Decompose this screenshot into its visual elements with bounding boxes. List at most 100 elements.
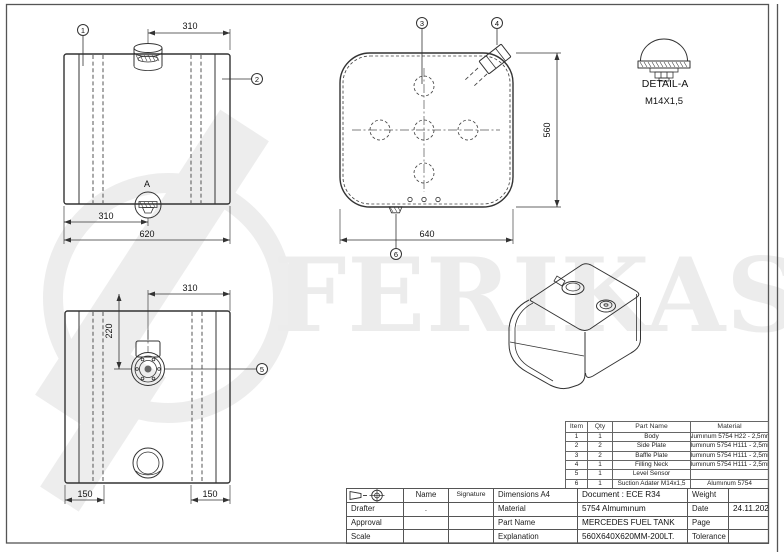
detail-a-title: DETAIL-A xyxy=(642,78,688,90)
tb-weight-value xyxy=(729,489,769,503)
tb-approval-name xyxy=(404,516,449,531)
table-row-cell: Alumınum 5754 H111 - 2,5mm xyxy=(691,442,769,452)
callout-1: 1 xyxy=(77,24,89,66)
svg-text:310: 310 xyxy=(182,21,197,31)
table-row-cell: 2 xyxy=(588,451,613,461)
tb-tolerance-value xyxy=(729,530,769,544)
table-row-cell: Baffle Plate xyxy=(613,451,691,461)
side-view: 3 4 560 640 xyxy=(339,17,561,260)
tb-material-label: Material xyxy=(494,502,578,517)
svg-text:150: 150 xyxy=(202,489,217,499)
filler-neck xyxy=(133,43,163,71)
svg-text:1: 1 xyxy=(81,26,85,35)
title-block: Name Signature Dimensions A4 Document : … xyxy=(346,488,769,544)
table-row-cell: Body xyxy=(613,433,691,443)
tb-drafter-name: . xyxy=(404,502,449,517)
table-row-cell: 1 xyxy=(566,433,588,443)
watermark-text: FERIKAS xyxy=(274,236,784,356)
table-row-cell: 5 xyxy=(566,470,588,480)
table-row-cell: 1 xyxy=(588,470,613,480)
level-sensor xyxy=(131,330,165,386)
parts-col-part-name: Part Name xyxy=(613,422,691,433)
table-row-cell: Alumınum 5754 H111 - 2,5mm xyxy=(691,451,769,461)
parts-col-qty: Qty xyxy=(588,422,613,433)
tb-explanation-label: Explanation xyxy=(494,530,578,544)
parts-col-item: Item xyxy=(566,422,588,433)
table-row-cell: 1 xyxy=(588,460,613,471)
svg-text:220: 220 xyxy=(104,323,114,338)
svg-text:5: 5 xyxy=(260,365,264,374)
detail-a-marker: A xyxy=(134,179,162,219)
tb-weight-label: Weight xyxy=(688,489,729,503)
tb-name-header: Name xyxy=(404,489,449,503)
dim-front-top: 310 xyxy=(147,21,231,50)
tb-date-label: Date xyxy=(688,502,729,517)
dim-sensor-top: 310 xyxy=(147,283,231,340)
tb-scale-name xyxy=(404,530,449,544)
dim-side-width: 640 xyxy=(339,209,514,244)
svg-text:310: 310 xyxy=(182,283,197,293)
tb-scale-signature xyxy=(449,530,494,544)
svg-text:620: 620 xyxy=(139,229,154,239)
projection-symbol-icon xyxy=(347,489,404,503)
iso-filler-cap xyxy=(553,275,585,295)
callout-5: 5 xyxy=(165,363,268,375)
table-row-cell: Side Plate xyxy=(613,442,691,452)
tb-approval-signature xyxy=(449,516,494,531)
tb-approval-label: Approval xyxy=(347,516,404,531)
tb-material-value: 5754 Almumınum xyxy=(578,502,688,517)
table-row-cell: 2 xyxy=(588,442,613,452)
table-row-cell: 2 xyxy=(566,442,588,452)
dim-sensor-right-band: 150 xyxy=(190,485,231,504)
svg-text:A: A xyxy=(144,179,150,189)
filling-neck-stub xyxy=(464,43,512,87)
callout-3: 3 xyxy=(416,17,428,84)
tb-part-name-value: MERCEDES FUEL TANK xyxy=(578,516,688,531)
sensor-view: 5 310 220 xyxy=(64,283,268,504)
tb-date-value: 24.11.2022 xyxy=(729,502,769,517)
svg-text:4: 4 xyxy=(495,19,499,28)
tb-explanation-value: 560X640X620MM-200LT. xyxy=(578,530,688,544)
tb-part-name-label: Part Name xyxy=(494,516,578,531)
iso-view xyxy=(508,263,641,390)
svg-text:150: 150 xyxy=(77,489,92,499)
svg-text:6: 6 xyxy=(394,250,398,259)
tb-signature-header: Signature xyxy=(449,489,494,503)
drain-plug xyxy=(388,206,403,214)
table-row-cell xyxy=(691,470,769,480)
parts-col-material: Material xyxy=(691,422,769,433)
svg-text:2: 2 xyxy=(255,75,259,84)
table-row-cell: Filling Neck xyxy=(613,460,691,471)
table-row-cell: 3 xyxy=(566,451,588,461)
tb-drafter-label: Drafter xyxy=(347,502,404,517)
table-row-cell: Alumınum 5754 H22 - 2,5mm xyxy=(691,433,769,443)
dim-side-height: 560 xyxy=(516,52,561,208)
callout-4: 4 xyxy=(491,17,503,45)
tb-drafter-signature xyxy=(449,502,494,517)
parts-table: Item Qty Part Name Material 1 1 Body Alu… xyxy=(565,421,769,489)
svg-text:640: 640 xyxy=(419,229,434,239)
sheet-frame xyxy=(5,3,779,552)
dim-front-bottom-inner: 310 xyxy=(63,206,149,244)
tb-page-label: Page xyxy=(688,516,729,531)
svg-text:560: 560 xyxy=(542,122,552,137)
svg-text:310: 310 xyxy=(98,211,113,221)
tb-dimensions-label: Dimensions A4 xyxy=(494,489,578,503)
dim-front-bottom: 620 xyxy=(64,206,231,244)
svg-text:3: 3 xyxy=(420,19,424,28)
front-view: 310 1 2 A xyxy=(63,21,263,244)
dim-sensor-left-band: 150 xyxy=(64,485,105,504)
callout-2: 2 xyxy=(222,73,263,85)
detail-a-view: DETAIL-A M14X1,5 xyxy=(637,38,691,107)
bottom-opening xyxy=(132,447,164,479)
callout-6: 6 xyxy=(390,214,402,260)
tb-scale-label: Scale xyxy=(347,530,404,544)
table-row-cell: 4 xyxy=(566,460,588,471)
table-row-cell: Alumınum 5754 H111 - 2,5mm xyxy=(691,460,769,471)
table-row-cell: 1 xyxy=(588,433,613,443)
dim-sensor-height: 220 xyxy=(104,294,131,370)
tb-document-value: Document : ECE R34 xyxy=(578,489,688,503)
